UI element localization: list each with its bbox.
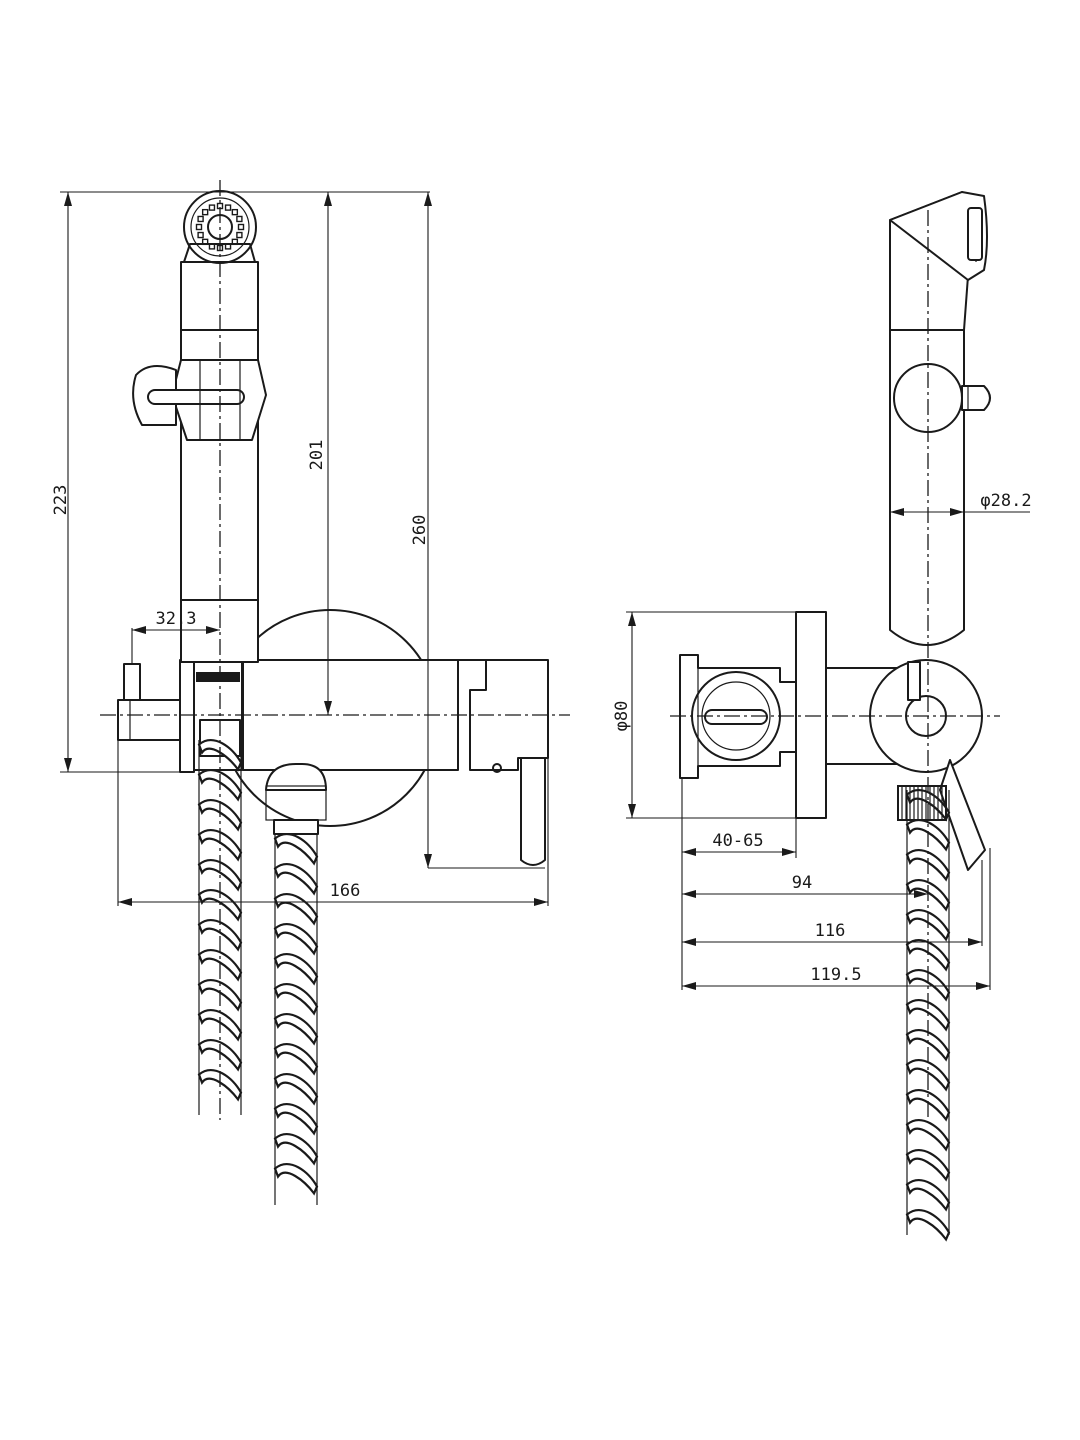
hose-coil [905, 1089, 951, 1122]
spray-nozzle [224, 204, 232, 211]
hose-coil [197, 949, 243, 982]
dim-116: 116 [815, 921, 846, 941]
hose-coil [905, 1029, 951, 1062]
hose-coil [905, 1149, 951, 1182]
side-trigger-pin [961, 385, 991, 411]
side-hose [905, 789, 951, 1242]
hose-coil [197, 769, 243, 802]
side-view [670, 191, 1000, 1242]
hose-coil [197, 859, 243, 892]
hose-coil [273, 1103, 319, 1136]
spray-nozzle [197, 231, 204, 239]
front-hose-right [273, 833, 319, 1205]
side-lever [939, 759, 986, 871]
spray-nozzle [236, 231, 243, 239]
hose-coil [197, 799, 243, 832]
hose-coil [905, 939, 951, 972]
hose-coil [273, 893, 319, 926]
hose-coil [273, 923, 319, 956]
dim-40-65: 40-65 [712, 831, 763, 851]
spray-nozzle [208, 243, 216, 250]
hose-coil [197, 1069, 243, 1102]
hose-coil [905, 999, 951, 1032]
front-handle-screw [492, 763, 502, 773]
hose-coil [197, 919, 243, 952]
front-outlet-ferrule [273, 819, 319, 835]
spray-nozzle [208, 204, 216, 211]
front-valve-body [242, 659, 459, 771]
spray-nozzle [201, 208, 209, 216]
hose-coil [273, 983, 319, 1016]
hose-coil [905, 879, 951, 912]
dim-201: 201 [307, 440, 327, 471]
hose-coil [905, 1179, 951, 1212]
dim-94: 94 [792, 873, 812, 893]
side-dimensions: φ28.2 φ80 40-65 94 116 119.5 [612, 491, 1032, 990]
hose-coil [905, 849, 951, 882]
front-dimensions: 223 201 260 32.3 166 [51, 191, 549, 906]
front-lever [520, 757, 546, 866]
spray-nozzle [201, 238, 209, 246]
hose-coil [905, 1119, 951, 1152]
spray-nozzle [231, 208, 239, 216]
hose-coil [273, 1133, 319, 1166]
spray-nozzle [231, 238, 239, 246]
hose-coil [273, 833, 319, 866]
spray-nozzle [224, 243, 232, 250]
hose-coil [273, 1013, 319, 1046]
front-view [100, 180, 570, 1205]
hose-coil [905, 969, 951, 1002]
dim-119-5: 119.5 [810, 965, 861, 985]
front-bracket-collar [196, 672, 240, 682]
dim-phi-28-2: φ28.2 [980, 491, 1031, 511]
hose-coil [273, 1043, 319, 1076]
hose-coil [273, 953, 319, 986]
hose-coil [905, 1059, 951, 1092]
side-spray-face [967, 207, 983, 261]
front-outlet-elbow [265, 763, 327, 791]
hose-coil [905, 909, 951, 942]
dim-166: 166 [330, 881, 361, 901]
front-trigger-slot [147, 389, 245, 405]
hose-coil [197, 979, 243, 1012]
front-hook-pin [123, 663, 141, 701]
front-bracket-plate [179, 659, 195, 773]
side-cartridge-slot [704, 709, 768, 725]
dim-223: 223 [51, 485, 71, 516]
dim-phi-80: φ80 [612, 701, 632, 732]
spray-nozzle [195, 223, 203, 231]
side-wall-flange [795, 611, 827, 819]
hose-coil [905, 1209, 951, 1242]
dim-260: 260 [410, 515, 430, 546]
hose-coil [273, 1163, 319, 1196]
hose-coil [197, 889, 243, 922]
hose-coil [197, 1039, 243, 1072]
side-hose-nut [897, 785, 947, 821]
hose-coil [197, 829, 243, 862]
spray-nozzle [236, 215, 243, 223]
side-bracket-hook [907, 661, 921, 701]
spray-nozzle [237, 223, 245, 231]
hose-coil [273, 1073, 319, 1106]
front-spray-nozzles [195, 202, 245, 252]
dim-32-3: 32.3 [156, 609, 197, 629]
hose-coil [197, 739, 243, 772]
hose-coil [273, 863, 319, 896]
hose-coil [197, 1009, 243, 1042]
spray-nozzle [197, 215, 204, 223]
front-hose-left [197, 739, 243, 1115]
front-hook [117, 699, 181, 741]
front-outlet-nut [265, 785, 327, 821]
